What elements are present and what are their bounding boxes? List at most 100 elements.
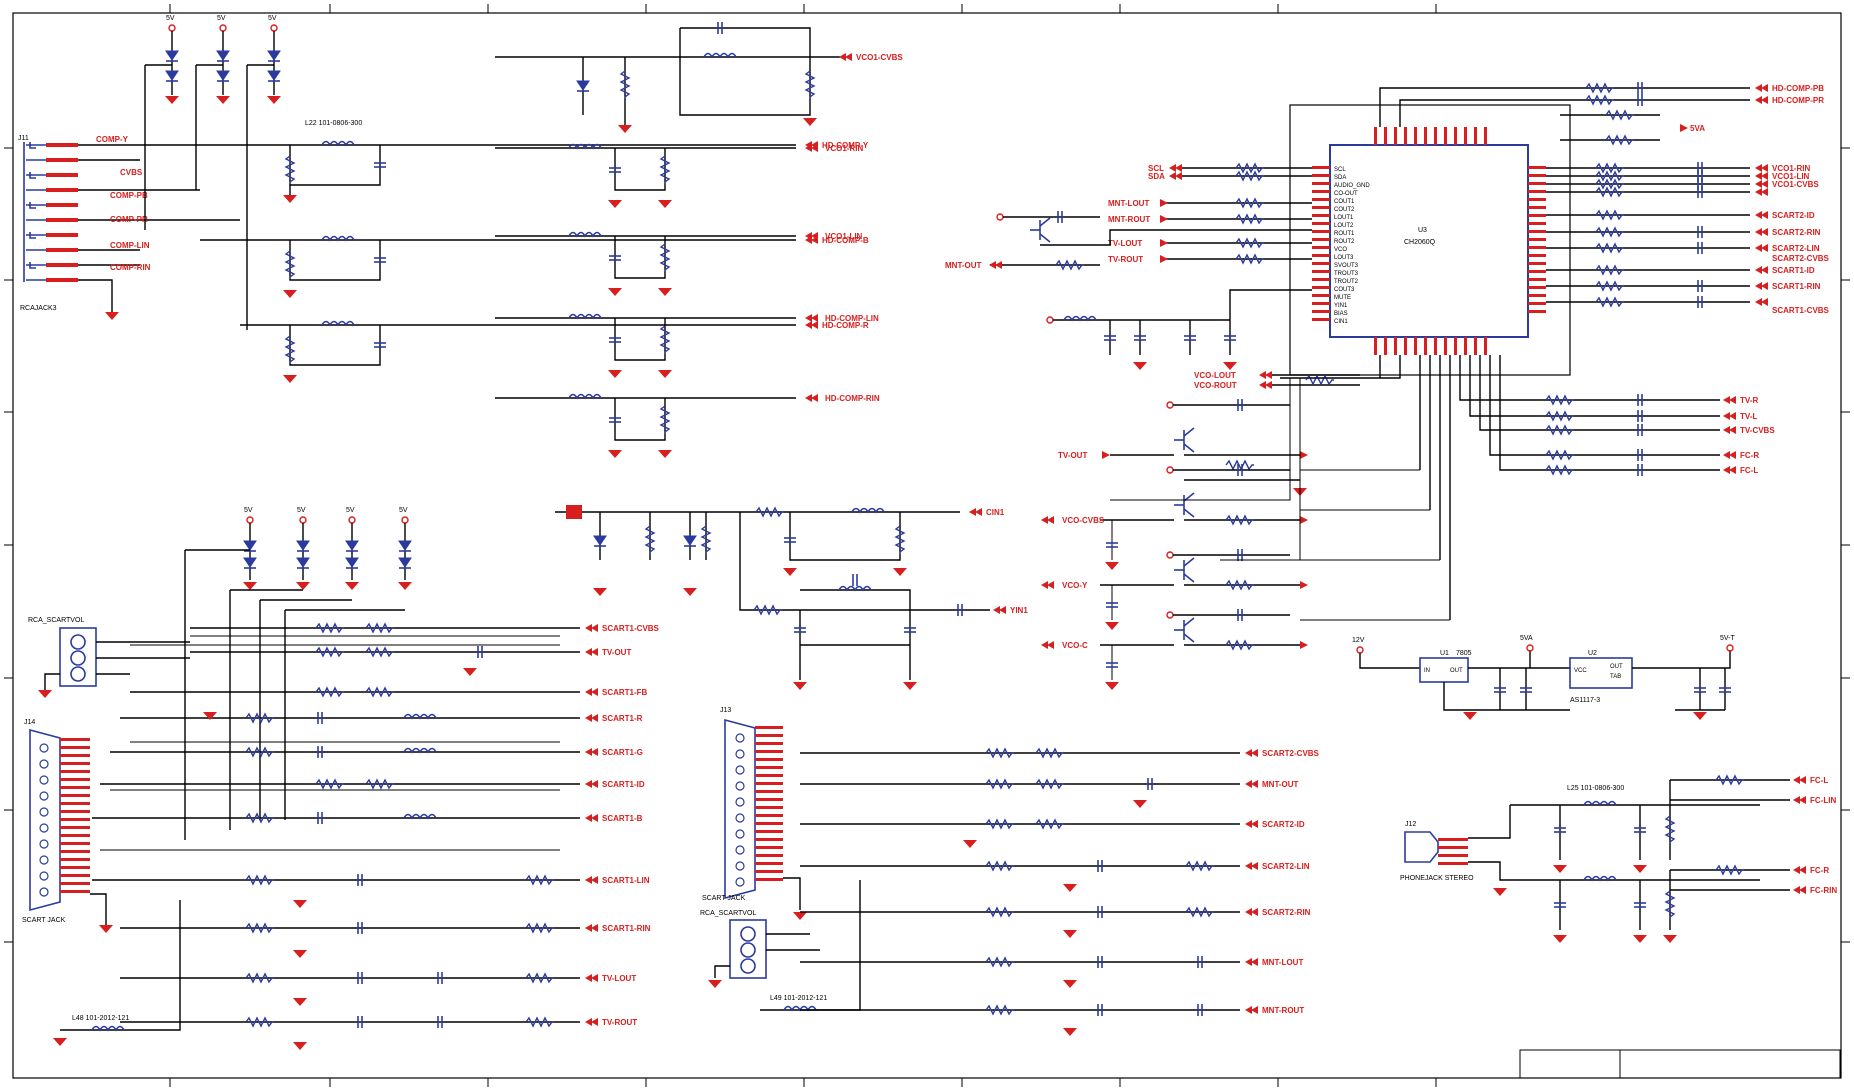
net-cin1: CIN1 (986, 508, 1005, 517)
j14-label: SCART JACK (22, 917, 66, 924)
power-5va: 5VA (1690, 124, 1705, 133)
net-scart2-cvbs: SCART2-CVBS (1772, 254, 1830, 263)
title-block (1519, 1049, 1841, 1079)
net-scart2-rin: SCART2-RIN (1772, 228, 1821, 237)
svg-text:TROUT2: TROUT2 (1334, 279, 1359, 285)
j11-ref: J11 (18, 135, 29, 142)
svg-text:CIN1: CIN1 (1334, 319, 1348, 325)
net-vco-y: VCO-Y (1062, 581, 1088, 590)
net-scart1-lin: SCART1-LIN (602, 876, 650, 885)
svg-text:SVOUT3: SVOUT3 (1334, 263, 1359, 269)
power-5v-t: 5V-T (1720, 635, 1736, 642)
u2-out: OUT (1610, 664, 1623, 670)
buffer-block-2: VCO-CVBS (1041, 463, 1308, 570)
u1-ref: U1 (1440, 650, 1449, 657)
net-hd-comp-pr: HD-COMP-PR (1772, 96, 1824, 105)
net-tv-out-buf: TV-OUT (1058, 451, 1087, 460)
net-scart1-fb: SCART1-FB (602, 688, 648, 697)
net-scart2-lin: SCART2-LIN (1772, 244, 1820, 253)
net-vco-cvbs: VCO-CVBS (1062, 516, 1105, 525)
net-fc-r: FC-R (1740, 451, 1759, 460)
net-vco-lout: VCO-LOUT (1194, 371, 1236, 380)
inductor-l50: L25 101-0806-300 (1567, 785, 1624, 792)
net-hd-comp-lin: HD-COMP-LIN (825, 314, 879, 323)
svg-text:COUT1: COUT1 (1334, 199, 1355, 205)
net-comp-pb: COMP-PB (110, 191, 148, 200)
svg-text:COUT2: COUT2 (1334, 207, 1355, 213)
u2-ref: U2 (1588, 650, 1597, 657)
net-vco-rout: VCO-ROUT (1194, 381, 1237, 390)
j13-ref: J13 (720, 707, 731, 714)
scart1-resistors (245, 623, 555, 1029)
u1-in: IN (1424, 668, 1430, 674)
svg-text:ROUT1: ROUT1 (1334, 231, 1355, 237)
j12-ref: J12 (1405, 821, 1416, 828)
power-5v-4: 5V (244, 507, 253, 514)
net-scart2-lin-b: SCART2-LIN (1262, 862, 1310, 871)
video-buffers: TV-OUT VCO-CVBS VCO-Y VCO- (1041, 398, 1308, 690)
hd-comp-filters: L22 101-0806-300 HD-COMP-Y HD-COMP-B HD-… (140, 120, 869, 383)
net-mnt-out-b: MNT-OUT (1262, 780, 1299, 789)
ic-u3-left-pins: SCL SDA AUDIO_GND CO-OUT COUT1 COUT2 LOU… (1334, 167, 1370, 325)
net-fc-lin: FC-LIN (1810, 796, 1836, 805)
ic-u3: U3 CH2060Q SCL SDA AUDIO_GND CO-OUT COUT… (1108, 81, 1830, 620)
net-vco-c: VCO-C (1062, 641, 1088, 650)
net-scart1-rin-l: SCART1-RIN (602, 924, 651, 933)
net-scart2-id: SCART2-ID (1772, 211, 1815, 220)
power-5v-2: 5V (217, 15, 226, 22)
u2-tab: TAB (1610, 674, 1621, 680)
net-scart1-id: SCART1-ID (1772, 266, 1815, 275)
connector-j12: J12 PHONEJACK STEREO (1400, 805, 1511, 896)
regulators: 12V U1 7805 IN OUT 5VA U2 VCC OUT TAB AS… (1352, 635, 1736, 720)
svg-text:SCL: SCL (1334, 167, 1346, 173)
u1-out: OUT (1450, 668, 1463, 674)
net-tv-rout-l: TV-ROUT (602, 1018, 637, 1027)
net-vco1-rin: VCO1-RIN (825, 144, 863, 153)
net-sda: SDA (1148, 172, 1165, 181)
j16-part: RCA_SCARTVOL (28, 617, 84, 624)
connector-j16: RCA_SCARTVOL (28, 617, 190, 698)
vco-audio-out: VCO-LOUT VCO-ROUT (1194, 371, 1360, 390)
net-mnt-out: MNT-OUT (945, 261, 982, 270)
u1-part: 7805 (1456, 650, 1472, 657)
top-left-protection-diodes: 5V 5V 5V (144, 15, 281, 330)
j11-part: RCAJACK3 (20, 305, 57, 312)
net-hd-comp-r: HD-COMP-R (822, 321, 869, 330)
net-mnt-rout: MNT-ROUT (1108, 215, 1150, 224)
j12-label: PHONEJACK STEREO (1400, 875, 1474, 882)
svg-text:SDA: SDA (1334, 175, 1346, 181)
scart-protection-diodes: 5V 5V 5V 5V (184, 507, 412, 840)
net-hd-comp-b: HD-COMP-B (822, 236, 869, 245)
border-ticks (4, 4, 1850, 1087)
scart2-signals: SCART2-CVBS MNT-OUT SCART2-ID SCART2-LIN… (800, 748, 1320, 1036)
svg-text:LOUT2: LOUT2 (1334, 223, 1354, 229)
u2-part: AS1117-3 (1570, 697, 1600, 704)
net-scart2-rin-b: SCART2-RIN (1262, 908, 1311, 917)
chroma-luma-input: CIN1 YIN1 (555, 505, 1028, 690)
net-vco1-rin-r: VCO1-RIN (1772, 164, 1810, 173)
buffer-block-3: VCO-Y (1041, 548, 1308, 630)
j13-label: SCART JACK (702, 895, 746, 902)
buffer-block-1: TV-OUT (1058, 398, 1308, 496)
j15-part: RCA_SCARTVOL (700, 910, 756, 917)
5va-supply-filter (1046, 289, 1312, 370)
ic-u3-part: CH2060Q (1404, 239, 1436, 246)
svg-text:BIAS: BIAS (1334, 311, 1348, 317)
net-tv-l: TV-L (1740, 412, 1757, 421)
net-tv-lout: TV-LOUT (1108, 239, 1142, 248)
net-scart1-r: SCART1-R (602, 714, 643, 723)
power-5v-7: 5V (399, 507, 408, 514)
power-5v-3: 5V (268, 15, 277, 22)
net-scart2-id-b: SCART2-ID (1262, 820, 1305, 829)
net-mnt-lout-b: MNT-LOUT (1262, 958, 1303, 967)
net-fc-l-b: FC-L (1810, 776, 1828, 785)
connector-j14: J14 SCART JACK (22, 719, 113, 933)
net-hd-comp-rin: HD-COMP-RIN (825, 394, 880, 403)
net-fc-l: FC-L (1740, 466, 1758, 475)
net-mnt-lout: MNT-LOUT (1108, 199, 1149, 208)
net-scl: SCL (1148, 164, 1164, 173)
net-scart1-cvbs-l: SCART1-CVBS (602, 624, 660, 633)
net-tv-out-l: TV-OUT (602, 648, 631, 657)
j14-ref: J14 (24, 719, 35, 726)
svg-text:AUDIO_GND: AUDIO_GND (1334, 183, 1370, 189)
